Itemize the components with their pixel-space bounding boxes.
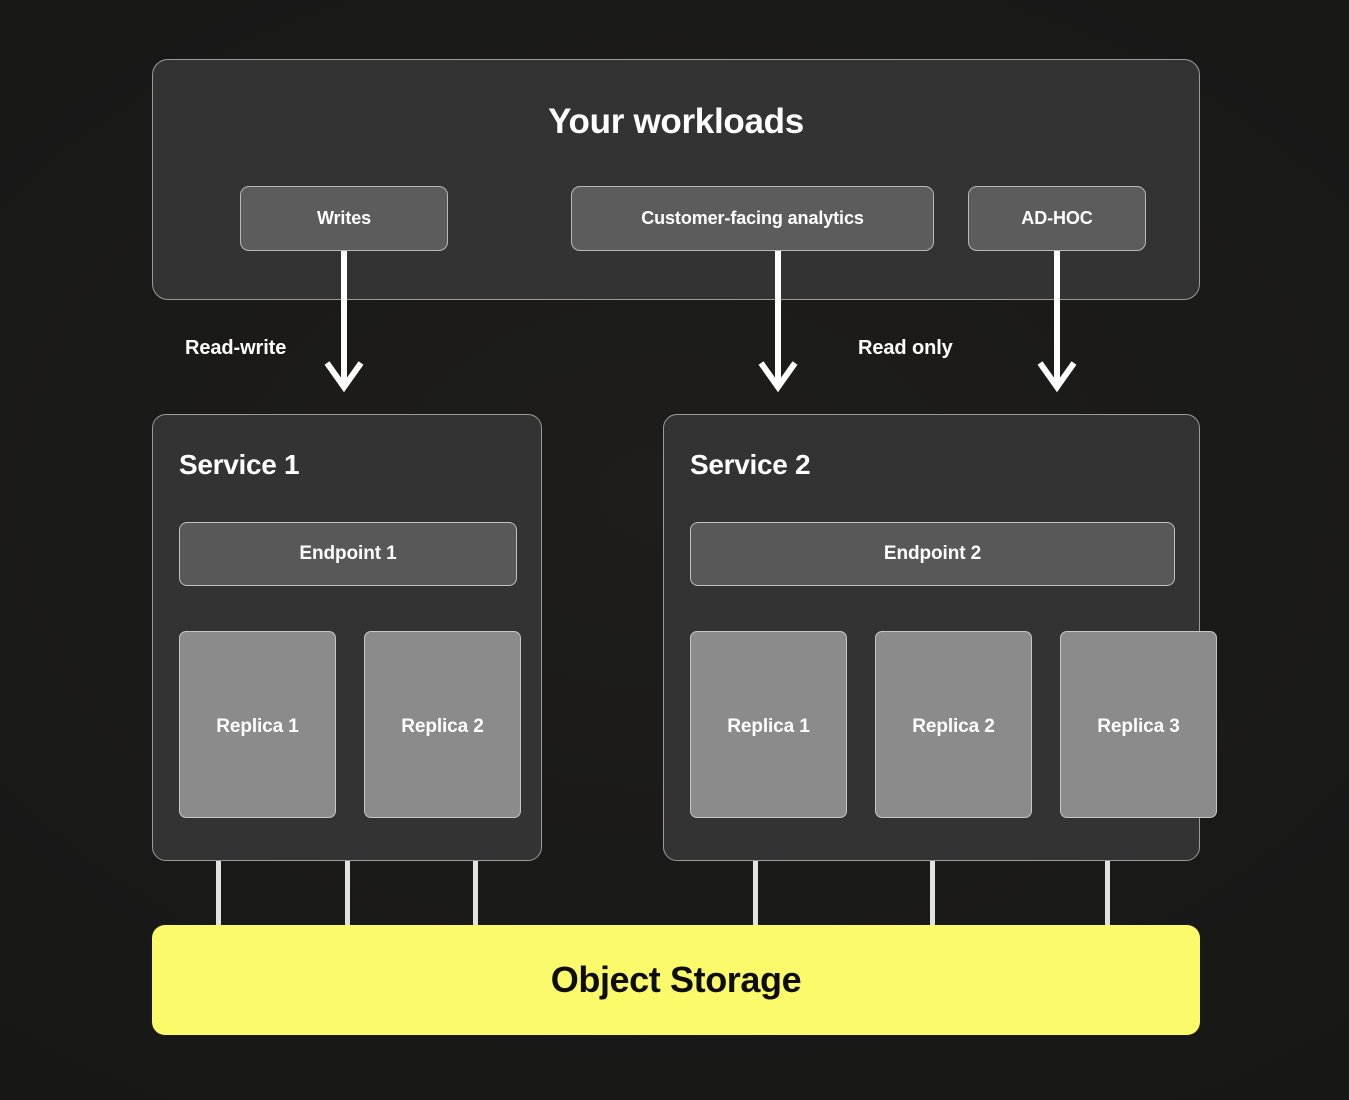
replica-box[interactable]: Replica 1 [690,631,847,818]
workload-chip-customer-facing-analytics[interactable]: Customer-facing analytics [571,186,934,251]
storage-connector [473,861,478,926]
flow-label-read-write: Read-write [185,337,287,359]
storage-connector [753,861,758,926]
replica-label: Replica 2 [401,716,484,737]
service-panel-1: Service 1 Endpoint 1 Replica 1 Replica 2 [152,414,542,861]
service-panel-2: Service 2 Endpoint 2 Replica 1 Replica 2… [663,414,1217,861]
replica-box[interactable]: Replica 1 [179,631,336,818]
replica-box[interactable]: Replica 2 [364,631,521,818]
workload-chip-writes[interactable]: Writes [240,186,448,251]
object-storage-bar[interactable]: Object Storage [152,925,1200,1035]
replica-label: Replica 1 [216,716,299,737]
replica-row-service-1: Replica 1 Replica 2 [179,631,521,818]
storage-connector [1105,861,1110,926]
service-title-2: Service 2 [690,449,811,480]
replica-box[interactable]: Replica 2 [875,631,1032,818]
endpoint-1[interactable]: Endpoint 1 [179,522,517,586]
storage-connector [930,861,935,926]
arrow-writes-to-service1 [323,251,365,393]
replica-label: Replica 2 [912,716,995,737]
service-title-1: Service 1 [179,449,300,480]
arrow-adhoc-to-service2 [1036,251,1078,393]
workload-chip-ad-hoc[interactable]: AD-HOC [968,186,1146,251]
replica-label: Replica 3 [1097,716,1180,737]
arrow-analytics-to-service2 [757,251,799,393]
storage-connector [216,861,221,926]
workloads-panel: Your workloads [152,59,1200,300]
replica-label: Replica 1 [727,716,810,737]
flow-label-read-only: Read only [858,337,953,359]
replica-row-service-2: Replica 1 Replica 2 Replica 3 [690,631,1217,818]
storage-connector [345,861,350,926]
replica-box[interactable]: Replica 3 [1060,631,1217,818]
endpoint-2[interactable]: Endpoint 2 [690,522,1175,586]
workloads-title: Your workloads [548,102,804,141]
